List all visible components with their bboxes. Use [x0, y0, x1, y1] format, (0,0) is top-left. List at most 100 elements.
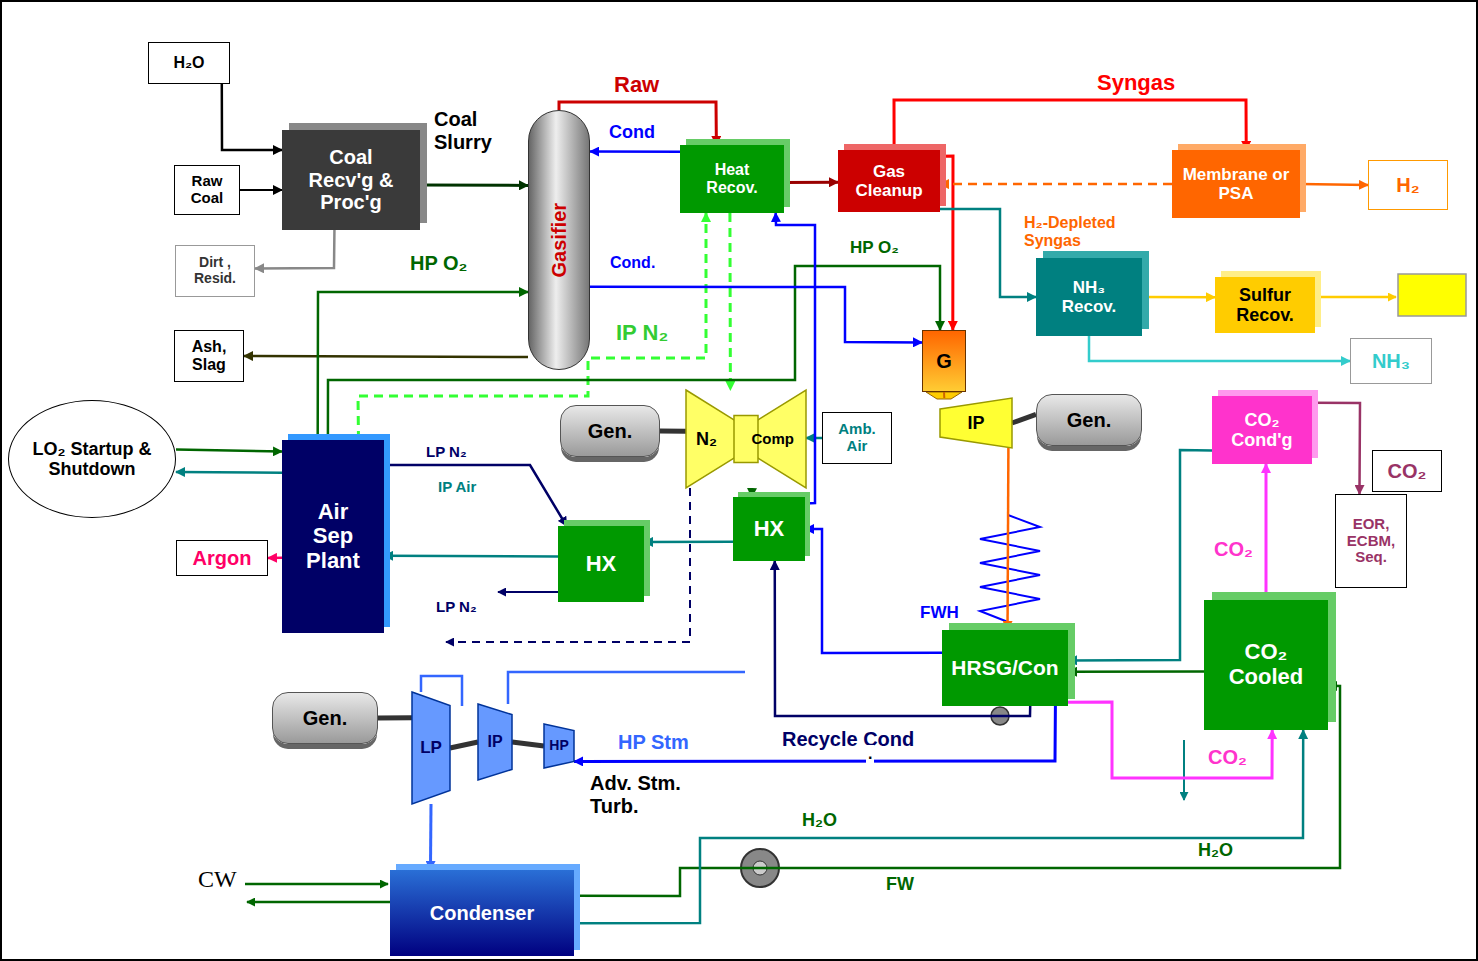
node-text: Membrane or PSA [1177, 165, 1295, 203]
process-box: Condenser [390, 870, 574, 956]
flow-connector [784, 181, 838, 184]
process-box: Raw Coal [174, 165, 240, 215]
process-box: Dirt , Resid. [175, 245, 255, 297]
flow-connector [420, 184, 528, 187]
node-text: Argon [193, 547, 252, 569]
node-text: CO₂ Cooled [1221, 640, 1311, 689]
node-text: CO₂ [1388, 460, 1427, 482]
machine-shape: LP [412, 692, 450, 804]
node-text: Gen. [1067, 409, 1111, 431]
node-text: Dirt , Resid. [180, 255, 250, 286]
node-text: IP [967, 413, 984, 433]
node-text: Condenser [430, 902, 534, 924]
flow-label: IP Air [436, 478, 478, 495]
node-text: HX [754, 517, 785, 542]
flow-label: FWH [918, 603, 961, 623]
flow-connector [574, 706, 1055, 761]
flow-connector [574, 730, 1303, 923]
process-box: G [922, 330, 966, 392]
process-box: Amb. Air [822, 412, 892, 464]
node-text: HP [549, 738, 568, 754]
node-text: Sulfur Recov. [1220, 285, 1310, 325]
process-box: Argon [176, 540, 268, 576]
flow-connector [1265, 464, 1268, 600]
lp-n2-line [498, 591, 558, 593]
machine-part [940, 398, 1012, 448]
node-text: Amb. Air [827, 421, 887, 455]
node-text: LP [420, 738, 442, 757]
flow-connector [1012, 414, 1036, 423]
node-text: NH₃ [1372, 350, 1410, 372]
flow-connector [384, 555, 558, 558]
machine-shape: N₂Comp [686, 390, 806, 488]
flow-label: Recycle Cond [780, 728, 916, 751]
process-box: Gen. [272, 692, 378, 744]
process-box: HX [558, 526, 644, 602]
flow-label: H₂-Depleted Syngas [1022, 214, 1151, 251]
flow-connector [255, 230, 334, 268]
process-box: H₂ [1368, 160, 1448, 210]
machine-part [478, 704, 512, 780]
flow-label: IP N₂ [614, 320, 670, 345]
flow-connector [940, 183, 1172, 186]
fwh-coil [980, 515, 1040, 622]
flow-label: . [866, 745, 874, 763]
machine-shape: HP [544, 724, 574, 768]
node-text: Gen. [303, 707, 347, 729]
process-box: HRSG/Con [942, 630, 1068, 706]
flow-connector [240, 189, 282, 191]
water-drop-line [1183, 740, 1185, 800]
process-box: CO₂ Cond'g [1212, 396, 1312, 464]
flow-label: Cond [607, 122, 657, 143]
flow-label: Syngas [1095, 70, 1177, 95]
flow-connector [176, 450, 282, 452]
process-box: HX [733, 497, 805, 561]
flow-label: HP O₂ [848, 238, 901, 258]
flow-label: LP N₂ [424, 443, 469, 460]
flow-connector [244, 356, 528, 357]
dashed-n2-line [446, 488, 690, 642]
process-box: CO₂ [1372, 450, 1442, 492]
flow-connector [1006, 448, 1009, 630]
flow-connector [268, 556, 282, 559]
flow-connector [378, 715, 412, 720]
node-text: Ash, Slag [179, 338, 239, 374]
process-box: Air Sep Plant [282, 440, 384, 633]
flow-connector [940, 156, 953, 330]
machine-part [686, 390, 736, 488]
cooling-water-in [245, 883, 388, 886]
flow-connector [660, 429, 686, 434]
node-text: NH₃ Recov. [1044, 278, 1134, 316]
node-text: EOR, ECBM, Seq. [1340, 516, 1402, 566]
process-box: H₂O [148, 42, 230, 84]
flow-connector [450, 742, 478, 748]
node-text: HX [586, 552, 617, 577]
process-box: Heat Recov. [680, 145, 784, 213]
flow-label: CW [196, 866, 239, 894]
process-box: NH₃ Recov. [1036, 258, 1142, 336]
process-box: Gasifier [528, 110, 590, 370]
process-box: Ash, Slag [174, 330, 244, 382]
machine-shape: IP [478, 704, 512, 780]
flow-connector [512, 742, 544, 746]
flow-label: H₂O [1196, 840, 1235, 861]
node-text: Air Sep Plant [303, 500, 363, 574]
flow-connector [943, 392, 945, 398]
flow-connector [894, 100, 1246, 150]
node-text: Coal Recv'g & Proc'g [301, 146, 401, 213]
flow-label: LP N₂ [434, 598, 479, 615]
node-text: N₂ [696, 429, 717, 449]
flow-label: FW [884, 874, 916, 895]
process-box: Gen. [1036, 394, 1142, 446]
sulfur-line [1312, 296, 1396, 299]
flow-connector [1312, 403, 1360, 494]
sulfur-product-box [1398, 274, 1466, 316]
flow-label: Raw [612, 72, 661, 97]
machine-part [412, 692, 450, 804]
steam-line [508, 672, 745, 704]
flow-connector [750, 488, 753, 497]
process-box: Gen. [560, 405, 660, 457]
flow-connector [384, 465, 567, 526]
flow-connector [1300, 184, 1368, 185]
process-box: CO₂ Cooled [1204, 600, 1328, 730]
